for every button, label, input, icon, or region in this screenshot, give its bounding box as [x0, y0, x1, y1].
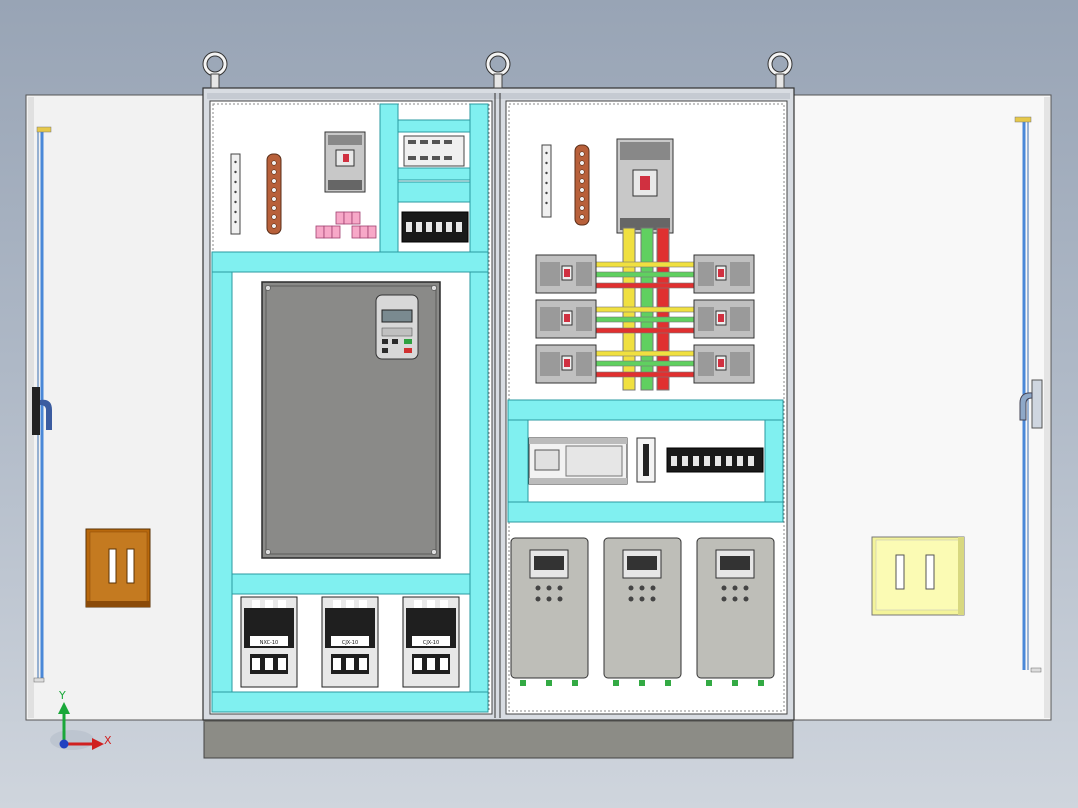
- branch-breaker-l1: [535, 254, 597, 294]
- contactor-1: NXC-10: [240, 596, 298, 688]
- right-document-pocket: [871, 536, 965, 616]
- terminal-strip-vertical-right: [541, 144, 552, 218]
- plc-controller: [528, 437, 628, 485]
- branch-breaker-l2: [535, 299, 597, 339]
- branch-breaker-r3: [693, 344, 755, 384]
- contactor-label: CJX-10: [423, 640, 439, 646]
- vfd-keypad[interactable]: [375, 294, 419, 360]
- branch-breaker-r1: [693, 254, 755, 294]
- contactor-2: CJX-10: [321, 596, 379, 688]
- branch-breaker-l3: [535, 344, 597, 384]
- terminal-block-right: [666, 447, 764, 473]
- contactor-label: CJX-10: [342, 640, 358, 646]
- soft-starter-2: [603, 537, 682, 686]
- left-door-hinge-icon: [32, 387, 52, 435]
- fuse-blocks-pink: [315, 211, 377, 239]
- left-document-pocket: [85, 528, 151, 608]
- copper-ground-bar-left: [266, 153, 282, 235]
- relay-row-top: [403, 135, 465, 167]
- contactor-label: NXC-10: [260, 640, 278, 646]
- variable-frequency-drive[interactable]: [261, 281, 441, 559]
- terminal-block-left: [401, 211, 469, 243]
- cabinet-plinth: [203, 717, 794, 759]
- x-axis-label: X: [104, 734, 112, 747]
- copper-ground-bar-right: [574, 144, 590, 226]
- soft-starter-3: [696, 537, 775, 686]
- main-breaker-right: [616, 138, 674, 234]
- lifting-eye-center-icon: [485, 51, 511, 89]
- y-axis-label: Y: [58, 689, 66, 702]
- axis-triad: Y X: [50, 689, 112, 750]
- lifting-eye-left-icon: [202, 51, 228, 89]
- left-door[interactable]: [25, 94, 205, 721]
- terminal-strip-vertical-left: [230, 153, 241, 235]
- right-door-handle-icon: [1019, 379, 1043, 429]
- soft-starter-1: [510, 537, 589, 686]
- contactor-3: CJX-10: [402, 596, 460, 688]
- right-wire-ducts: [507, 399, 784, 523]
- busbar-system: [594, 227, 701, 391]
- right-door[interactable]: [791, 94, 1052, 721]
- lifting-eye-right-icon: [767, 51, 793, 89]
- branch-breaker-r2: [693, 299, 755, 339]
- main-breaker-left: [324, 131, 366, 193]
- left-wire-ducts: [211, 103, 489, 713]
